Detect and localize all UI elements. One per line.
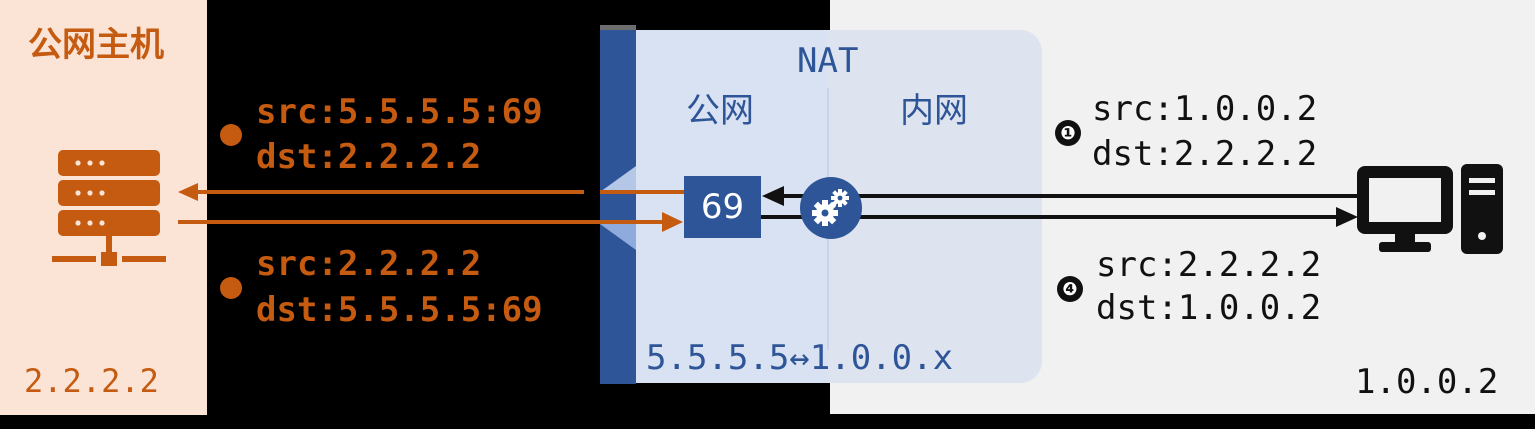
packet-1-dst: dst:2.2.2.2	[1092, 134, 1318, 174]
arrow-response-out-head	[178, 183, 198, 201]
arrow-reply-head	[1336, 207, 1358, 227]
nat-private-side	[828, 30, 1042, 383]
nat-mapping: 5.5.5.5↔1.0.0.x	[646, 338, 954, 378]
packet-2-dst: dst:2.2.2.2	[256, 137, 482, 177]
packet-3-dst: dst:5.5.5.5:69	[256, 290, 543, 330]
public-host-panel	[0, 0, 207, 415]
nat-title: NAT	[797, 41, 859, 81]
packet-3-src: src:2.2.2.2	[256, 244, 482, 284]
packet-1-src: src:1.0.0.2	[1092, 89, 1318, 129]
nat-private-label: 内网	[900, 91, 968, 131]
private-host-ip: 1.0.0.2	[1355, 362, 1499, 402]
gears-icon	[800, 177, 862, 239]
packet-4-dst: dst:1.0.0.2	[1096, 288, 1322, 328]
packet-3-marker: 3	[220, 277, 242, 299]
packet-2-src: src:5.5.5.5:69	[256, 92, 543, 132]
desktop-computer-icon	[1357, 164, 1503, 254]
packet-4-marker: ❹	[1057, 276, 1083, 302]
public-host-ip: 2.2.2.2	[24, 362, 159, 400]
server-icon	[52, 150, 166, 266]
packet-4-src: src:2.2.2.2	[1096, 245, 1322, 285]
wall-notch-top	[600, 166, 636, 192]
packet-2-marker: 2	[220, 124, 242, 146]
nat-port: 69	[700, 187, 745, 227]
arrow-response-in-head	[662, 212, 683, 232]
nat-public-label: 公网	[686, 91, 754, 131]
nat-wall-cap	[600, 25, 636, 31]
packet-1-marker: ❶	[1055, 120, 1081, 146]
public-host-title: 公网主机	[28, 25, 164, 65]
wall-notch-bottom	[600, 224, 636, 250]
nat-wall	[600, 30, 636, 384]
arrow-request-head	[762, 186, 784, 206]
nat-port-box: 69	[684, 176, 761, 238]
